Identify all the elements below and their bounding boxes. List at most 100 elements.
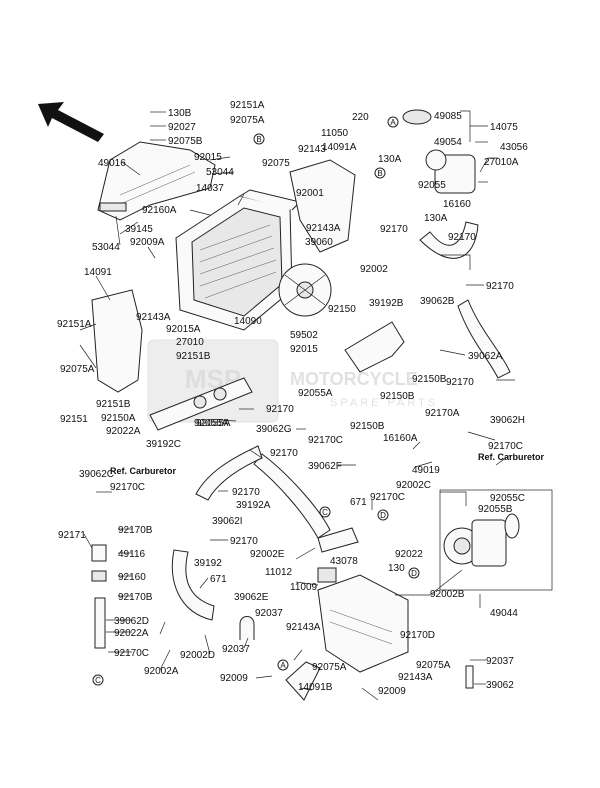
callout-c-mid: C <box>319 506 331 518</box>
label-39062D: 39062D <box>114 616 149 627</box>
label-39062: 39062 <box>486 680 514 691</box>
label-92015-b: 92015 <box>290 344 318 355</box>
ref-carburetor-left: Ref. Carburetor <box>110 466 177 476</box>
label-92075A-c: 92075A <box>312 662 347 673</box>
label-92002B: 92002B <box>430 589 465 600</box>
connector-49116 <box>91 544 107 582</box>
leader-lines <box>79 110 515 701</box>
svg-text:C: C <box>322 508 328 517</box>
svg-text:C: C <box>95 676 101 685</box>
label-92160: 92160 <box>118 572 146 583</box>
label-92150B-a: 92150B <box>412 374 447 385</box>
hose-39062E <box>239 616 255 640</box>
reserve-tank-43078 <box>317 567 409 673</box>
label-92170C-b: 92170C <box>308 435 343 446</box>
label-92037-c: 92037 <box>486 656 514 667</box>
label-39062B: 39062B <box>420 296 455 307</box>
label-53044-a: 53044 <box>206 167 234 178</box>
label-14091B: 14091B <box>298 682 333 693</box>
watermark: MSP MOTORCYCLE SPARE PARTS <box>147 339 438 423</box>
label-92009-b: 92009 <box>378 686 406 697</box>
label-92143A-b: 92143A <box>306 223 341 234</box>
label-39062F: 39062F <box>308 461 342 472</box>
label-92170D: 92170D <box>400 630 435 641</box>
label-39062A: 39062A <box>468 351 503 362</box>
label-39062H: 39062H <box>490 415 525 426</box>
label-92150B-b: 92150B <box>380 391 415 402</box>
label-14091A: 14091A <box>322 142 357 153</box>
label-92170C-e: 92170C <box>114 648 149 659</box>
watermark-line1: MOTORCYCLE <box>290 369 418 389</box>
label-92075A-a: 92075A <box>60 364 95 375</box>
label-92151A-a: 92151A <box>57 319 92 330</box>
label-92075A-b: 92075A <box>230 115 265 126</box>
label-130A-a: 130A <box>378 154 402 165</box>
label-53044-b: 53044 <box>92 242 120 253</box>
label-92055C: 92055C <box>490 493 525 504</box>
label-92027: 92027 <box>168 122 196 133</box>
label-49019: 49019 <box>412 465 440 476</box>
label-92143: 92143 <box>298 144 326 155</box>
shroud-49016 <box>97 141 216 221</box>
label-39062E: 39062E <box>234 592 269 603</box>
svg-text:B: B <box>377 169 382 178</box>
label-92151A-b: 92151A <box>230 100 265 111</box>
cooling-fan <box>278 263 332 317</box>
label-92055A-b: 92055A <box>298 388 333 399</box>
label-92022A-b: 92022A <box>114 628 149 639</box>
label-92015A: 92015A <box>166 324 201 335</box>
label-671-a: 671 <box>350 497 367 508</box>
callout-b-left: B <box>253 133 265 145</box>
label-92170C-a: 92170C <box>488 441 523 452</box>
label-39062I: 39062I <box>212 516 243 527</box>
pipe-39192C <box>149 377 253 431</box>
label-92170A: 92170A <box>425 408 460 419</box>
ref-carburetor-right: Ref. Carburetor <box>478 452 545 462</box>
label-92170B-a: 92170B <box>118 525 153 536</box>
label-92170B-b: 92170B <box>118 592 153 603</box>
label-92171: 92171 <box>58 530 86 541</box>
label-92150: 92150 <box>328 304 356 315</box>
hose-39062I <box>195 445 263 501</box>
label-59502: 59502 <box>290 330 318 341</box>
bracket-14091B <box>285 661 321 701</box>
label-39062C: 39062C <box>79 469 114 480</box>
label-39062G: 39062G <box>256 424 292 435</box>
label-92143A-d: 92143A <box>398 672 433 683</box>
watermark-line2: SPARE PARTS <box>330 397 438 409</box>
label-39145: 39145 <box>125 224 153 235</box>
hose-39192A <box>253 453 359 553</box>
label-92170-h: 92170 <box>230 536 258 547</box>
label-92160A: 92160A <box>142 205 177 216</box>
hose-39062B <box>419 221 479 259</box>
label-130: 130 <box>388 563 405 574</box>
svg-text:D: D <box>411 569 417 578</box>
svg-text:D: D <box>380 511 386 520</box>
label-92170-g: 92170 <box>232 487 260 498</box>
label-92055A-a: 92055A <box>196 418 231 429</box>
label-92170-e: 92170 <box>266 404 294 415</box>
label-43078: 43078 <box>330 556 358 567</box>
label-92002: 92002 <box>360 264 388 275</box>
label-92170-d: 92170 <box>446 377 474 388</box>
thermostat-housing <box>402 109 476 194</box>
label-92009A: 92009A <box>130 237 165 248</box>
label-11050: 11050 <box>321 128 349 139</box>
label-220: 220 <box>352 112 369 123</box>
label-92037-a: 92037 <box>255 608 283 619</box>
hose-39062 <box>465 665 474 689</box>
label-39192B: 39192B <box>369 298 404 309</box>
label-92151B-a: 92151B <box>176 351 211 362</box>
label-92170-a: 92170 <box>380 224 408 235</box>
label-27010A: 27010A <box>484 157 519 168</box>
label-49016: 49016 <box>98 158 126 169</box>
label-49116: 49116 <box>118 549 146 560</box>
front-direction-arrow-icon <box>38 102 104 142</box>
pipe-39192B <box>344 321 405 373</box>
label-92150B-c: 92150B <box>350 421 385 432</box>
label-39060: 39060 <box>305 237 333 248</box>
label-14091: 14091 <box>84 267 112 278</box>
label-92002C: 92002C <box>396 480 431 491</box>
label-49085: 49085 <box>434 111 462 122</box>
